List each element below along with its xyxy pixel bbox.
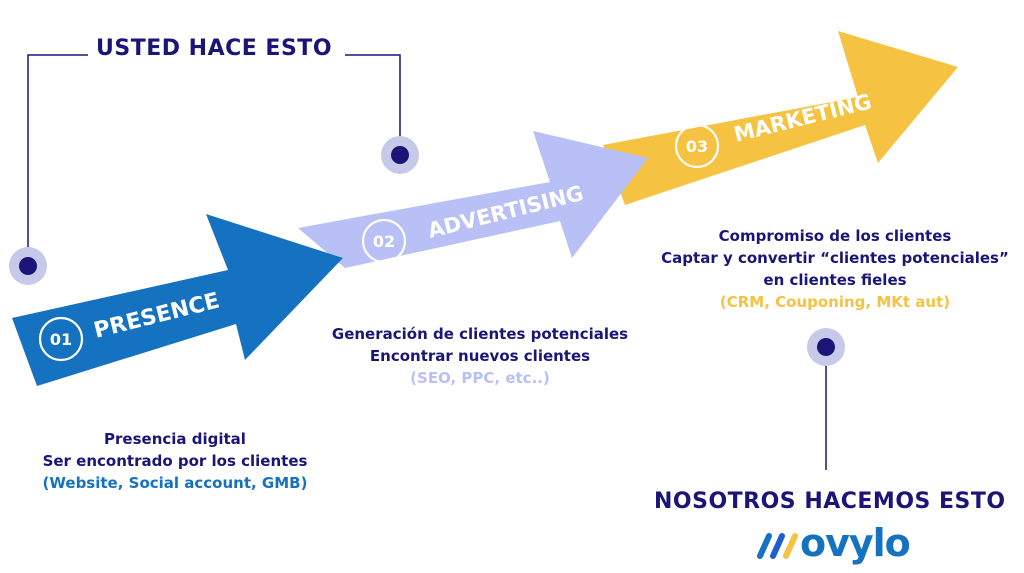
- step-3-line-2: Captar y convertir “clientes potenciales…: [661, 249, 1009, 267]
- bottom-heading: NOSOTROS HACEMOS ESTO: [654, 489, 1006, 514]
- step-1-line-2: Ser encontrado por los clientes: [42, 452, 308, 470]
- step-1-circle: [38, 316, 84, 362]
- step-3-description: Compromiso de los clientes Captar y conv…: [660, 225, 1010, 313]
- arrow-marketing: [603, 31, 958, 205]
- step-2-note: (SEO, PPC, etc..): [410, 369, 550, 387]
- step-2-number: 02: [373, 232, 395, 251]
- step-1-description: Presencia digital Ser encontrado por los…: [20, 428, 330, 494]
- step-2-circle: [361, 218, 407, 264]
- dot-left: [9, 247, 47, 285]
- arrow-presence: [12, 214, 343, 386]
- step-1-line-1: Presencia digital: [104, 430, 246, 448]
- connector-right: [345, 54, 401, 155]
- step-3-note: (CRM, Couponing, MKt aut): [719, 293, 951, 311]
- movylo-logo-mark: [757, 533, 798, 559]
- step-2-description: Generación de clientes potenciales Encon…: [320, 323, 640, 389]
- step-2-line-1: Generación de clientes potenciales: [331, 325, 629, 343]
- dot-right: [807, 328, 845, 366]
- brand-wordmark: ovylo: [800, 521, 911, 565]
- connector-left: [27, 54, 88, 266]
- step-3-number: 03: [686, 137, 708, 156]
- step-2-line-2: Encontrar nuevos clientes: [369, 347, 591, 365]
- step-1-number: 01: [50, 330, 72, 349]
- step-3-circle: [674, 123, 720, 169]
- arrow-advertising: [298, 131, 648, 268]
- step-1-note: (Website, Social account, GMB): [42, 474, 308, 492]
- step-3-line-3: en clientes fieles: [763, 271, 907, 289]
- top-heading: USTED HACE ESTO: [96, 36, 333, 61]
- dot-middle: [381, 136, 419, 174]
- step-3-line-1: Compromiso de los clientes: [718, 227, 952, 245]
